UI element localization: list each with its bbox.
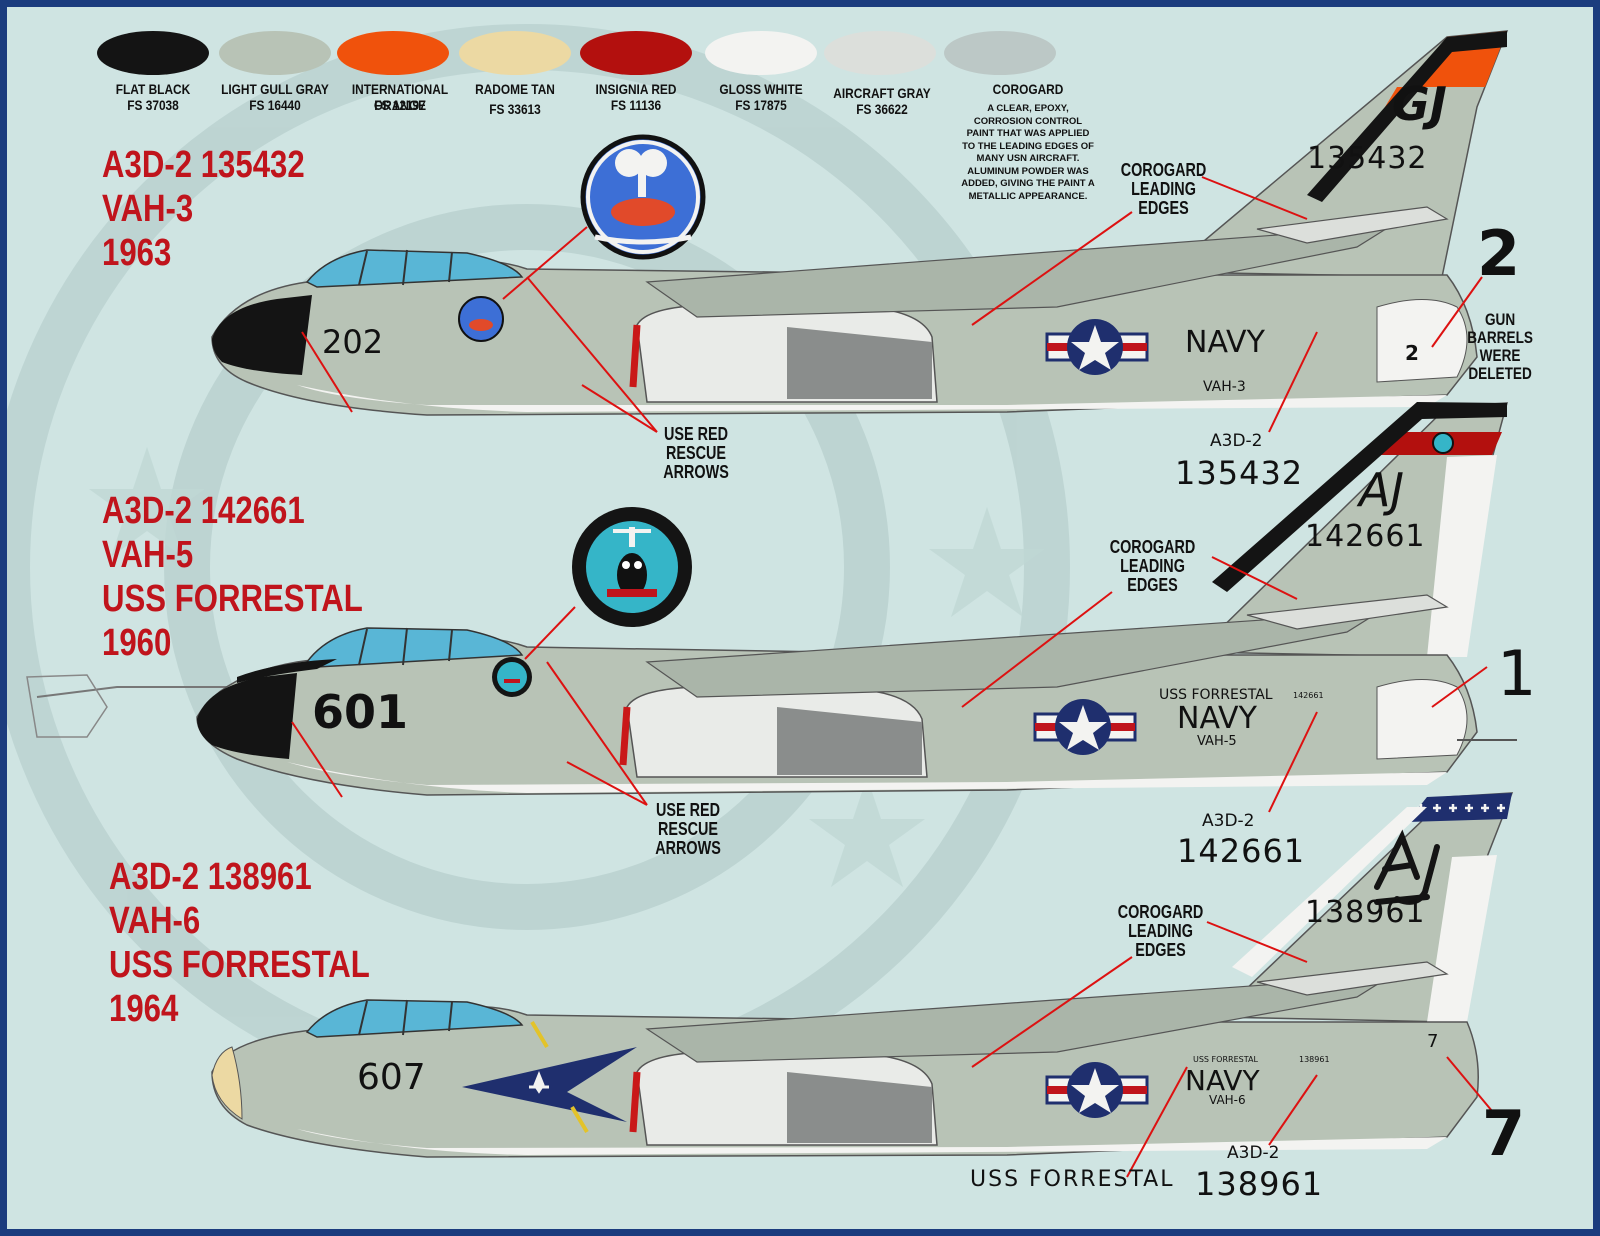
swatch-name: INTERNATIONAL ORANGE xyxy=(351,81,449,113)
modex: 202 xyxy=(322,323,384,361)
gun-barrels-note: GUN BARRELS WERE DELETED xyxy=(1467,310,1533,383)
decal-sheet: FLAT BLACK FS 37038 LIGHT GULL GRAY FS 1… xyxy=(7,7,1593,1229)
swatch-fs: FS 33613 xyxy=(489,101,541,117)
tail-number-callout: 1 xyxy=(1497,637,1537,710)
squadron-marking: VAH-5 xyxy=(1197,734,1237,749)
tail-serial: 135432 xyxy=(1307,141,1428,176)
corogard-description: A CLEAR, EPOXY, CORROSION CONTROL PAINT … xyxy=(961,103,1095,202)
color-swatch-aircraft-gray xyxy=(824,31,936,75)
tail-serial: 138961 xyxy=(1305,895,1426,930)
aircraft-title-vah3: A3D-2 135432 VAH-3 1963 xyxy=(102,144,305,274)
serial-label: A3D-2 xyxy=(1227,1143,1280,1163)
tail-cone-number: 2 xyxy=(1405,341,1419,365)
navy-marking: NAVY xyxy=(1177,701,1257,736)
serial-label-number: 142661 xyxy=(1177,832,1306,870)
small-serial: 142661 xyxy=(1293,691,1324,700)
serial-label-number: 135432 xyxy=(1175,454,1304,492)
color-swatch-insignia-red xyxy=(580,31,692,75)
serial-label-number: 138961 xyxy=(1195,1165,1324,1203)
swatch-fs: FS 16440 xyxy=(249,97,301,113)
modex: 601 xyxy=(312,685,409,739)
color-swatch-gloss-white xyxy=(705,31,817,75)
tail-number-callout: 7 xyxy=(1482,1097,1526,1170)
aircraft-title-vah6: A3D-2 138961 VAH-6 USS FORRESTAL 1964 xyxy=(109,856,370,1030)
squadron-marking: VAH-6 xyxy=(1209,1093,1246,1107)
swatch-fs: FS 36622 xyxy=(856,101,908,117)
ship-marking: USS FORRESTAL xyxy=(1193,1055,1258,1064)
swatch-name: RADOME TAN xyxy=(475,81,555,97)
swatch-fs: FS 17875 xyxy=(735,97,787,113)
rescue-arrows-note: USE RED RESCUE ARROWS xyxy=(663,424,729,482)
swatch-name: LIGHT GULL GRAY xyxy=(221,81,329,97)
ship-marking: USS FORRESTAL xyxy=(1159,687,1273,703)
swatch-name: INSIGNIA RED xyxy=(595,81,677,97)
ship-label: USS FORRESTAL xyxy=(970,1167,1175,1192)
modex: 607 xyxy=(357,1057,426,1098)
serial-label: A3D-2 xyxy=(1202,811,1255,831)
color-swatch-corogard xyxy=(944,31,1056,75)
navy-marking: NAVY xyxy=(1185,325,1265,360)
color-swatch-light-gull-gray xyxy=(219,31,331,75)
aircraft-title-vah5: A3D-2 142661 VAH-5 USS FORRESTAL 1960 xyxy=(102,490,363,664)
swatch-name: COROGARD xyxy=(992,81,1064,97)
corogard-note: COROGARD LEADING EDGES xyxy=(1109,537,1196,595)
serial-label: A3D-2 xyxy=(1210,431,1263,451)
tail-cone-number: 7 xyxy=(1427,1031,1439,1052)
swatch-fs: FS 11136 xyxy=(610,97,662,113)
tail-number-callout: 2 xyxy=(1477,217,1521,290)
color-swatch-flat-black xyxy=(97,31,209,75)
squadron-marking: VAH-3 xyxy=(1203,379,1246,395)
aircraft-profile-vah5 xyxy=(26,402,1517,813)
swatch-fs: FS 12197 xyxy=(374,97,426,113)
tail-code: AJ xyxy=(1359,463,1405,517)
tail-code: GJ xyxy=(1392,77,1447,131)
rescue-arrows-note: USE RED RESCUE ARROWS xyxy=(655,800,721,858)
corogard-note: COROGARD LEADING EDGES xyxy=(1120,160,1207,218)
swatch-name: GLOSS WHITE xyxy=(719,81,803,97)
color-swatch-radome-tan xyxy=(459,31,571,75)
aircraft-profile-vah6 xyxy=(211,792,1514,1178)
swatch-fs: FS 37038 xyxy=(127,97,179,113)
color-swatch-international-orange xyxy=(337,31,449,75)
small-serial: 138961 xyxy=(1299,1055,1330,1064)
aircraft-profile-vah3 xyxy=(211,30,1509,433)
tail-serial: 142661 xyxy=(1305,519,1426,554)
corogard-note: COROGARD LEADING EDGES xyxy=(1117,902,1204,960)
swatch-name: FLAT BLACK xyxy=(115,81,191,97)
navy-marking: NAVY xyxy=(1185,1064,1260,1097)
swatch-name: AIRCRAFT GRAY xyxy=(833,85,931,101)
